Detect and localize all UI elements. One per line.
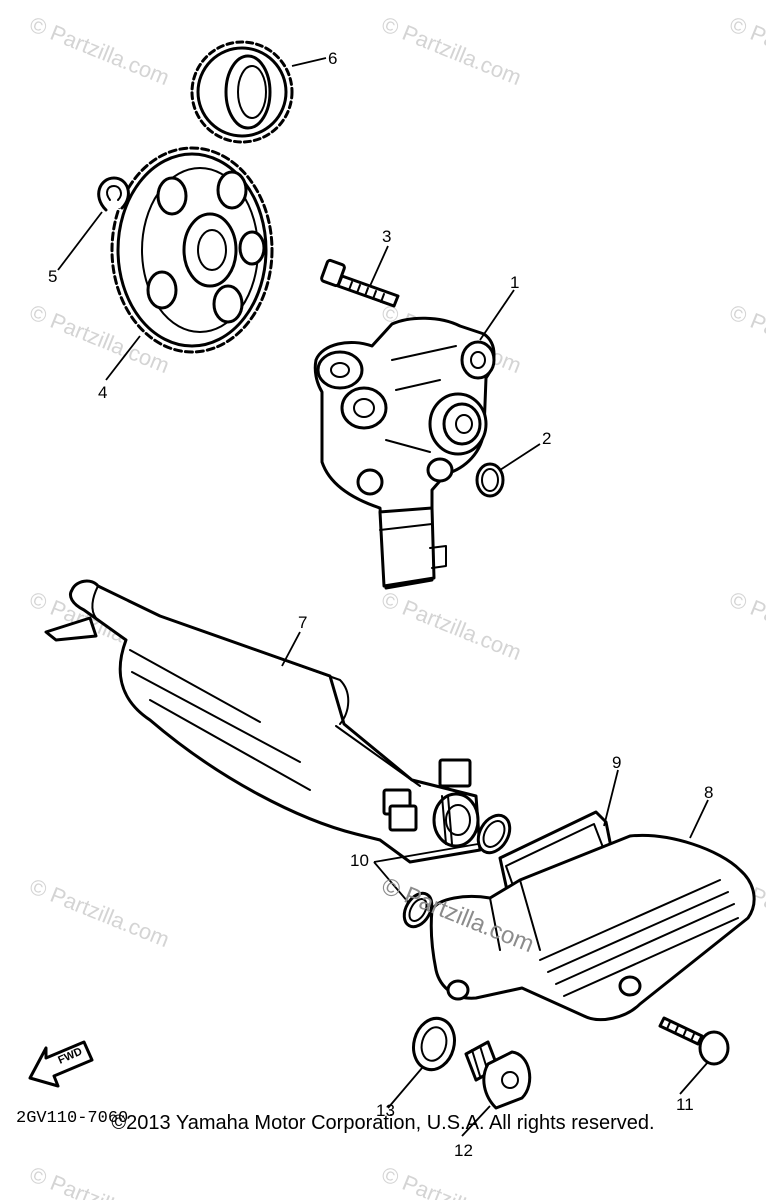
watermark: © Partzilla.com [26, 873, 173, 952]
part-12-drain-bolt [464, 1040, 532, 1110]
callout-6: 6 [328, 49, 337, 68]
diagram-code: 2GV110-7060 [16, 1109, 128, 1128]
part-10-o-rings [402, 813, 512, 929]
watermark: © Partzilla.com [26, 1161, 173, 1200]
part-1-oil-pump [313, 316, 496, 590]
callout-8: 8 [704, 783, 713, 802]
watermark: © Partzilla.com [378, 1161, 525, 1200]
watermark: © Partzilla.com [378, 586, 525, 665]
callout-12: 12 [454, 1141, 473, 1160]
part-11-screw [658, 1016, 730, 1066]
callout-10: 10 [350, 851, 369, 870]
part-3-bolt [320, 258, 400, 308]
callout-7: 7 [298, 613, 307, 632]
part-4-large-gear [110, 146, 274, 354]
callout-11: 11 [676, 1095, 694, 1114]
copyright-text: ©2013 Yamaha Motor Corporation, U.S.A. A… [111, 1112, 655, 1134]
callout-9: 9 [612, 753, 621, 772]
callout-1: 1 [510, 273, 519, 292]
part-8-strainer-cover [429, 833, 756, 1022]
watermark: © Partzilla.com [726, 11, 766, 90]
callout-3: 3 [382, 227, 391, 246]
watermark: © Partzilla.com [726, 586, 766, 665]
part-13-washer [412, 1016, 456, 1072]
part-5-circlip [97, 176, 130, 212]
part-7-oil-strainer [44, 579, 482, 864]
watermark: © Partzilla.com [726, 299, 766, 378]
fwd-arrow-icon: FWD [28, 1040, 94, 1088]
callout-4: 4 [98, 383, 107, 402]
part-2-o-ring [475, 462, 505, 498]
watermark: © Partzilla.com [26, 11, 173, 90]
callout-2: 2 [542, 429, 551, 448]
part-6-small-gear [190, 40, 294, 144]
callout-5: 5 [48, 267, 57, 286]
callout-13: 13 [376, 1101, 395, 1120]
callout-labels: 1 2 3 4 5 6 7 8 9 10 11 12 13 [48, 49, 713, 1160]
leader-lines [57, 57, 709, 1137]
watermark: © Partzilla.com [378, 11, 525, 90]
